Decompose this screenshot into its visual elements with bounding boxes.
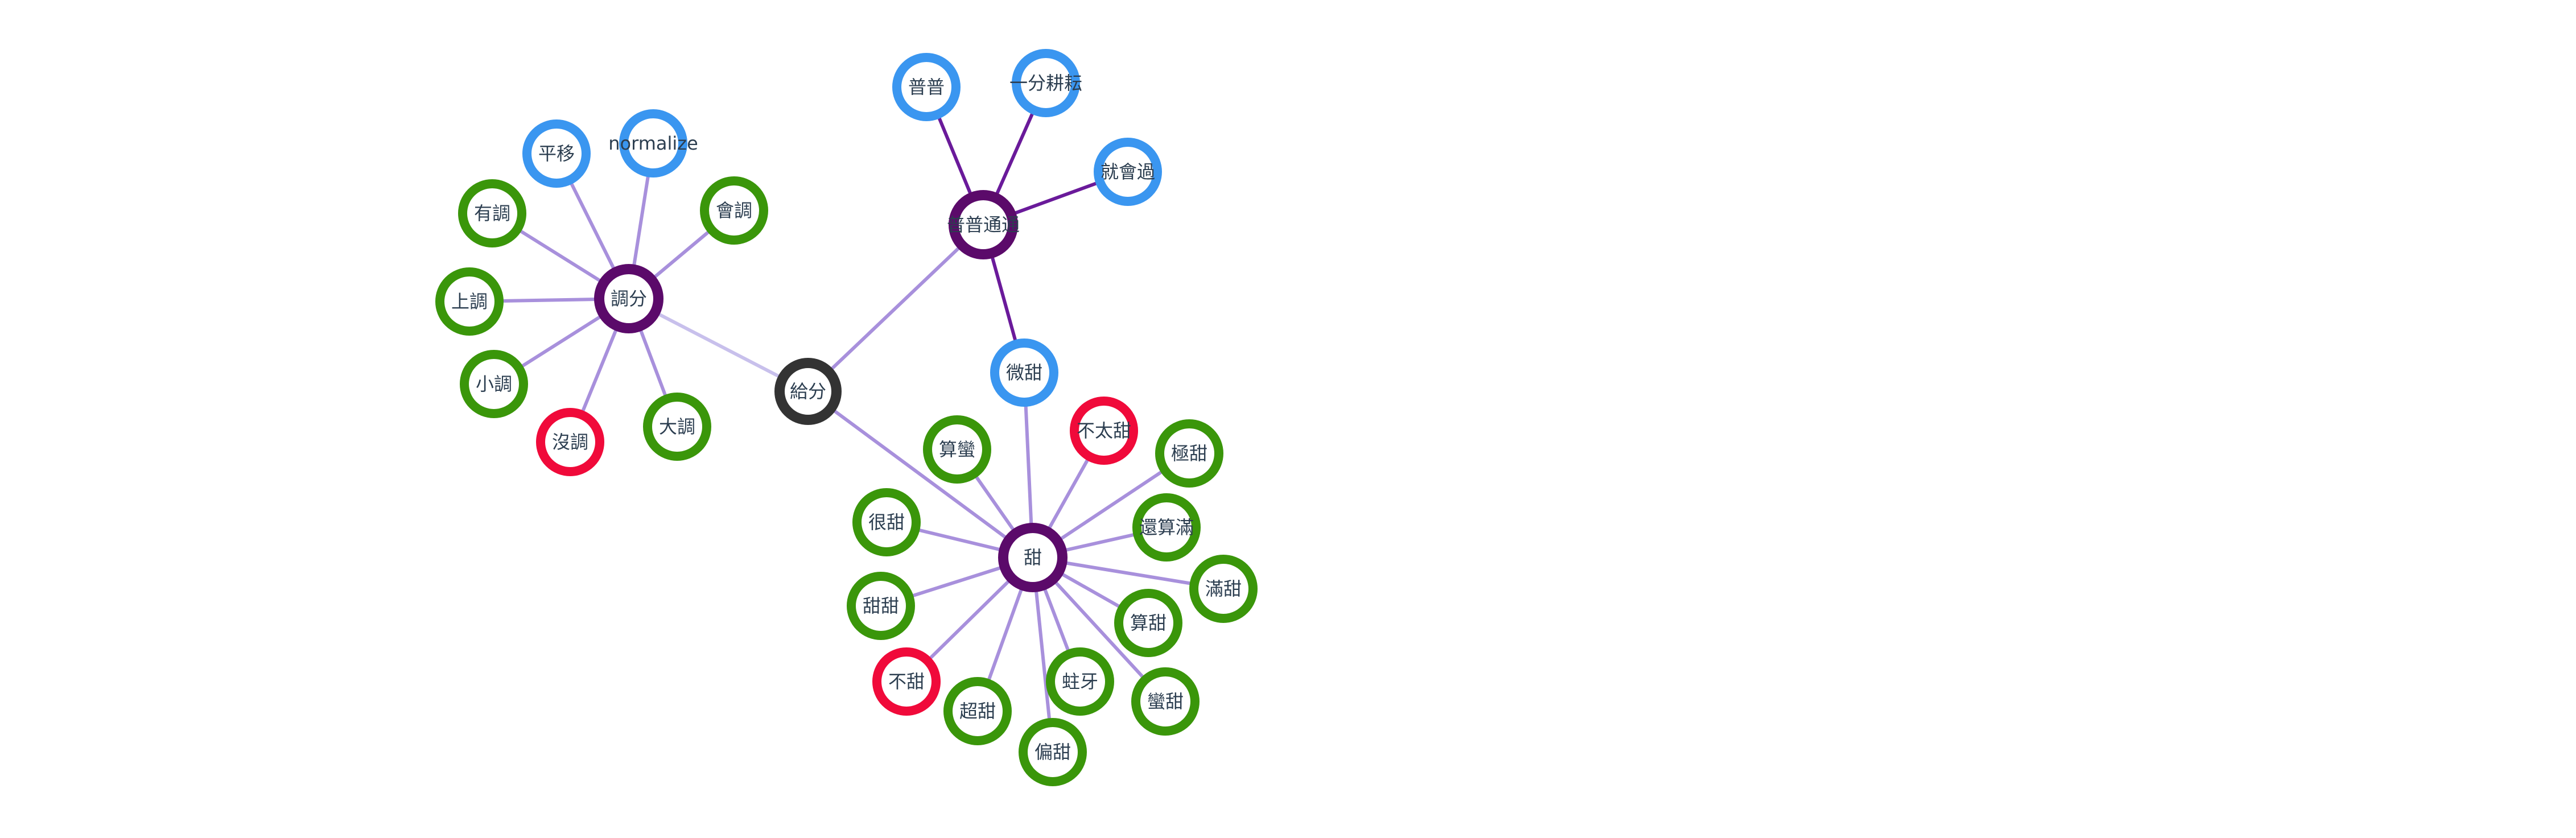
node-circle-meitiao	[536, 408, 604, 476]
node-circle-root	[774, 358, 842, 425]
node-circle-youtiao	[458, 179, 526, 247]
node-tiantian[interactable]: 甜甜	[847, 572, 915, 640]
node-circle-pupu	[892, 53, 961, 121]
node-circle-jiuhuiguo	[1094, 138, 1162, 206]
node-hentian[interactable]: 很甜	[852, 488, 921, 556]
node-normalize[interactable]: normalize	[608, 109, 698, 177]
node-circle-xiaotiao	[460, 350, 528, 418]
node-youtiao[interactable]: 有調	[458, 179, 526, 247]
node-label-mantian: 滿甜	[1205, 578, 1242, 600]
node-jitian[interactable]: 極甜	[1155, 419, 1223, 488]
node-label-haisuanman: 還算滿	[1139, 517, 1194, 538]
node-root[interactable]: 給分	[774, 358, 842, 425]
node-label-chaotian: 超甜	[959, 700, 996, 722]
node-zhuya[interactable]: 蛀牙	[1046, 647, 1114, 716]
node-label-suantian: 算甜	[1130, 612, 1167, 634]
node-label-zhuya: 蛀牙	[1062, 671, 1098, 692]
node-circle-normalize	[619, 109, 687, 177]
node-xiaotiao[interactable]: 小調	[460, 350, 528, 418]
node-label-mantian2: 蠻甜	[1147, 691, 1184, 712]
node-circle-butian	[872, 647, 941, 716]
node-jiuhuiguo[interactable]: 就會過	[1094, 138, 1162, 206]
node-circle-butaitian	[1070, 397, 1138, 465]
node-circle-zhuya	[1046, 647, 1114, 716]
node-circle-suanman	[923, 415, 991, 484]
node-chaotian[interactable]: 超甜	[943, 677, 1012, 745]
node-label-piantian: 偏甜	[1034, 741, 1071, 763]
node-label-tiaofen: 調分	[611, 288, 647, 309]
node-datiao[interactable]: 大調	[643, 393, 711, 461]
node-label-pingyi: 平移	[538, 143, 575, 164]
node-butaitian[interactable]: 不太甜	[1070, 397, 1138, 465]
node-label-hentian: 很甜	[868, 511, 905, 533]
node-circle-weitian	[990, 338, 1058, 407]
node-circle-tiaofen	[594, 264, 663, 333]
node-label-shangtiao: 上調	[451, 291, 488, 312]
node-circle-pingyi	[522, 119, 591, 188]
node-label-youtiao: 有調	[474, 203, 510, 224]
node-label-pupu: 普普	[908, 76, 945, 98]
node-pupu_hub[interactable]: 普普通通	[947, 190, 1020, 259]
node-circle-jitian	[1155, 419, 1223, 488]
node-circle-chaotian	[943, 677, 1012, 745]
node-tian[interactable]: 甜	[998, 523, 1068, 592]
node-yifen[interactable]: 一分耕耘	[1009, 49, 1082, 117]
node-label-pupu_hub: 普普通通	[947, 214, 1020, 236]
node-circle-shangtiao	[435, 267, 504, 336]
node-label-xiaotiao: 小調	[476, 373, 512, 395]
node-circle-hentian	[852, 488, 921, 556]
node-haisuanman[interactable]: 還算滿	[1132, 493, 1201, 562]
node-huitiao[interactable]: 會調	[700, 176, 768, 245]
node-label-root: 給分	[790, 381, 826, 402]
node-circle-mantian2	[1131, 667, 1200, 736]
node-circle-tiantian	[847, 572, 915, 640]
node-mantian[interactable]: 滿甜	[1189, 555, 1258, 623]
node-circle-haisuanman	[1132, 493, 1201, 562]
node-butian[interactable]: 不甜	[872, 647, 941, 716]
node-circle-huitiao	[700, 176, 768, 245]
node-label-tian: 甜	[1024, 547, 1042, 568]
node-circle-yifen	[1012, 49, 1080, 117]
node-label-meitiao: 沒調	[552, 431, 588, 453]
node-meitiao[interactable]: 沒調	[536, 408, 604, 476]
node-label-suanman: 算蠻	[939, 439, 975, 460]
node-piantian[interactable]: 偏甜	[1019, 718, 1087, 786]
node-label-normalize: normalize	[608, 133, 698, 154]
node-label-butaitian: 不太甜	[1077, 420, 1131, 441]
node-circle-suantian	[1114, 589, 1182, 657]
edge-root-tian	[807, 390, 1034, 559]
node-label-yifen: 一分耕耘	[1009, 72, 1082, 94]
node-label-weitian: 微甜	[1006, 362, 1042, 383]
node-pupu[interactable]: 普普	[892, 53, 961, 121]
node-label-butian: 不甜	[888, 671, 925, 692]
node-circle-pupu_hub	[949, 190, 1018, 259]
node-label-jitian: 極甜	[1171, 443, 1207, 464]
node-suanman[interactable]: 算蠻	[923, 415, 991, 484]
node-circle-tian	[998, 523, 1068, 592]
node-circle-piantian	[1019, 718, 1087, 786]
node-shangtiao[interactable]: 上調	[435, 267, 504, 336]
edge-root-pupu_hub	[806, 223, 985, 393]
node-weitian[interactable]: 微甜	[990, 338, 1058, 407]
node-mantian2[interactable]: 蠻甜	[1131, 667, 1200, 736]
node-tiaofen[interactable]: 調分	[594, 264, 663, 333]
node-suantian[interactable]: 算甜	[1114, 589, 1182, 657]
node-label-huitiao: 會調	[716, 200, 752, 221]
node-label-datiao: 大調	[659, 416, 695, 437]
node-label-tiantian: 甜甜	[863, 595, 899, 617]
node-circle-mantian	[1189, 555, 1258, 623]
node-pingyi[interactable]: 平移	[522, 119, 591, 188]
node-label-jiuhuiguo: 就會過	[1101, 161, 1155, 183]
node-circle-datiao	[643, 393, 711, 461]
